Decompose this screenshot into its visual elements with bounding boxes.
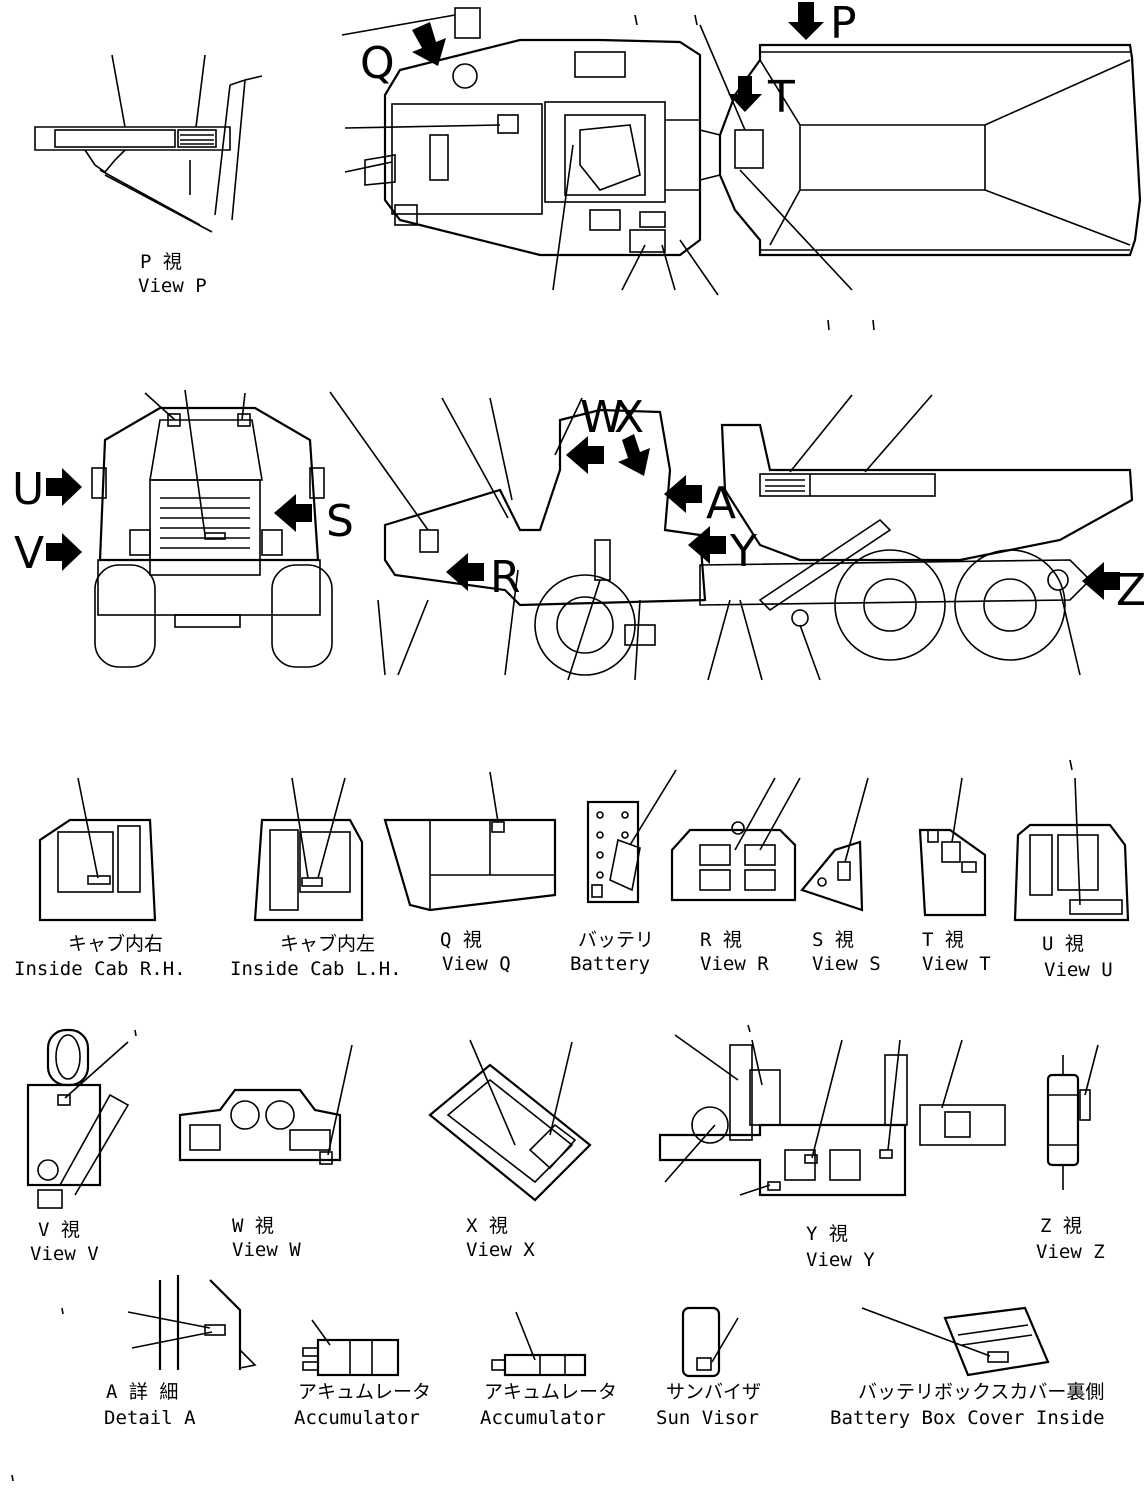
- inside-cab-lh-jp-label: キャブ内左: [280, 932, 375, 955]
- accumulator-1-jp-label: アキュムレータ: [298, 1381, 431, 1403]
- detail-a-jp-label: A 詳 細: [106, 1381, 178, 1403]
- battery-jp-label: バッテリ: [578, 929, 654, 951]
- accumulator-2-en-label: Accumulator: [480, 1407, 606, 1429]
- detail-a-drawing: [61, 1275, 257, 1370]
- arrow-letter-z: Z: [1116, 565, 1144, 616]
- arrow-letter-a: A: [706, 478, 736, 529]
- view-s-en-label: View S: [812, 953, 881, 975]
- view-y-en-label: View Y: [806, 1249, 875, 1271]
- view-u-arrow-icon: [46, 468, 82, 506]
- arrow-letter-u: U: [12, 464, 44, 515]
- arrow-letter-r: R: [490, 552, 521, 603]
- arrow-letter-x: X: [614, 392, 644, 443]
- view-t-drawing: [918, 777, 987, 917]
- view-v-drawing: [26, 1028, 137, 1209]
- inside-cab-lh-drawing: [253, 777, 364, 922]
- arrow-letter-t: T: [767, 72, 795, 123]
- view-s-drawing: [800, 777, 869, 912]
- view-t-arrow-icon: [728, 76, 762, 112]
- view-v-jp-label: V 視: [38, 1219, 80, 1241]
- view-u-drawing: [1013, 759, 1130, 922]
- corner-tick: [11, 1474, 14, 1482]
- view-a-arrow-icon: [664, 475, 702, 513]
- detail-a-en-label: Detail A: [104, 1407, 196, 1429]
- view-u-en-label: View U: [1044, 959, 1113, 981]
- inside-cab-lh-en-label: Inside Cab L.H.: [230, 958, 402, 980]
- arrow-letter-s: S: [326, 496, 354, 547]
- battery-box-cover-drawing: [861, 1306, 1050, 1377]
- arrow-letter-y: Y: [729, 526, 757, 577]
- view-x-en-label: View X: [466, 1239, 535, 1261]
- view-p-arrow-icon: [788, 2, 824, 40]
- view-x-drawing: [428, 1039, 592, 1202]
- view-p-en-label: View P: [138, 275, 207, 297]
- view-s-arrow-icon: [274, 494, 312, 532]
- truck-top-view-body: [634, 14, 1142, 331]
- view-r-drawing: [670, 777, 801, 902]
- accumulator-2-drawing: [491, 1311, 587, 1377]
- view-q-drawing: [383, 771, 557, 912]
- inside-cab-rh-jp-label: キャブ内右: [68, 932, 163, 955]
- sun-visor-en-label: Sun Visor: [656, 1407, 759, 1429]
- inside-cab-rh-en-label: Inside Cab R.H.: [14, 958, 186, 980]
- view-q-arrow-icon: [412, 22, 446, 66]
- view-y-arrow-icon: [688, 526, 726, 564]
- sun-visor-jp-label: サンバイザ: [666, 1381, 761, 1403]
- view-r-jp-label: R 視: [700, 929, 742, 951]
- view-y-drawing: [658, 1024, 1006, 1197]
- accumulator-1-en-label: Accumulator: [294, 1407, 420, 1429]
- view-x-arrow-icon: [618, 434, 650, 476]
- view-s-jp-label: S 視: [812, 929, 854, 951]
- view-w-arrow-icon: [566, 436, 604, 474]
- view-r-arrow-icon: [446, 553, 484, 591]
- sun-visor-drawing: [681, 1306, 739, 1378]
- view-v-arrow-icon: [46, 533, 82, 571]
- view-z-jp-label: Z 視: [1040, 1215, 1082, 1237]
- battery-box-jp-label: バッテリボックスカバー裏側: [858, 1381, 1104, 1403]
- view-w-jp-label: W 視: [232, 1215, 274, 1237]
- arrow-letter-q: Q: [360, 38, 395, 89]
- view-w-drawing: [178, 1044, 353, 1165]
- battery-box-en-label: Battery Box Cover Inside: [830, 1407, 1105, 1429]
- view-p-jp-label: P 視: [140, 251, 182, 273]
- view-z-drawing: [1046, 1044, 1099, 1190]
- view-t-jp-label: T 視: [922, 929, 964, 951]
- view-q-jp-label: Q 視: [440, 929, 482, 951]
- arrow-letter-v: V: [14, 528, 44, 579]
- accumulator-2-jp-label: アキュムレータ: [484, 1381, 617, 1403]
- view-v-en-label: View V: [30, 1243, 99, 1265]
- view-u-jp-label: U 視: [1042, 933, 1084, 955]
- view-r-en-label: View R: [700, 953, 769, 975]
- battery-en-label: Battery: [570, 953, 650, 975]
- view-z-arrow-icon: [1082, 562, 1120, 600]
- battery-drawing: [586, 769, 677, 904]
- view-q-en-label: View Q: [442, 953, 511, 975]
- view-p-drawing: [34, 54, 263, 233]
- inside-cab-rh-drawing: [38, 777, 157, 922]
- view-w-en-label: View W: [232, 1239, 301, 1261]
- arrow-letter-w: W: [580, 392, 624, 443]
- arrow-letter-p: P: [830, 0, 857, 49]
- accumulator-1-drawing: [302, 1319, 400, 1377]
- truck-front-view: [91, 389, 333, 668]
- view-x-jp-label: X 視: [466, 1215, 508, 1237]
- view-y-jp-label: Y 視: [806, 1223, 848, 1245]
- front-grille: [160, 497, 250, 549]
- truck-side-view: [329, 391, 1134, 681]
- view-z-en-label: View Z: [1036, 1241, 1105, 1263]
- view-t-en-label: View T: [922, 953, 991, 975]
- truck-top-view-front: [341, 7, 719, 296]
